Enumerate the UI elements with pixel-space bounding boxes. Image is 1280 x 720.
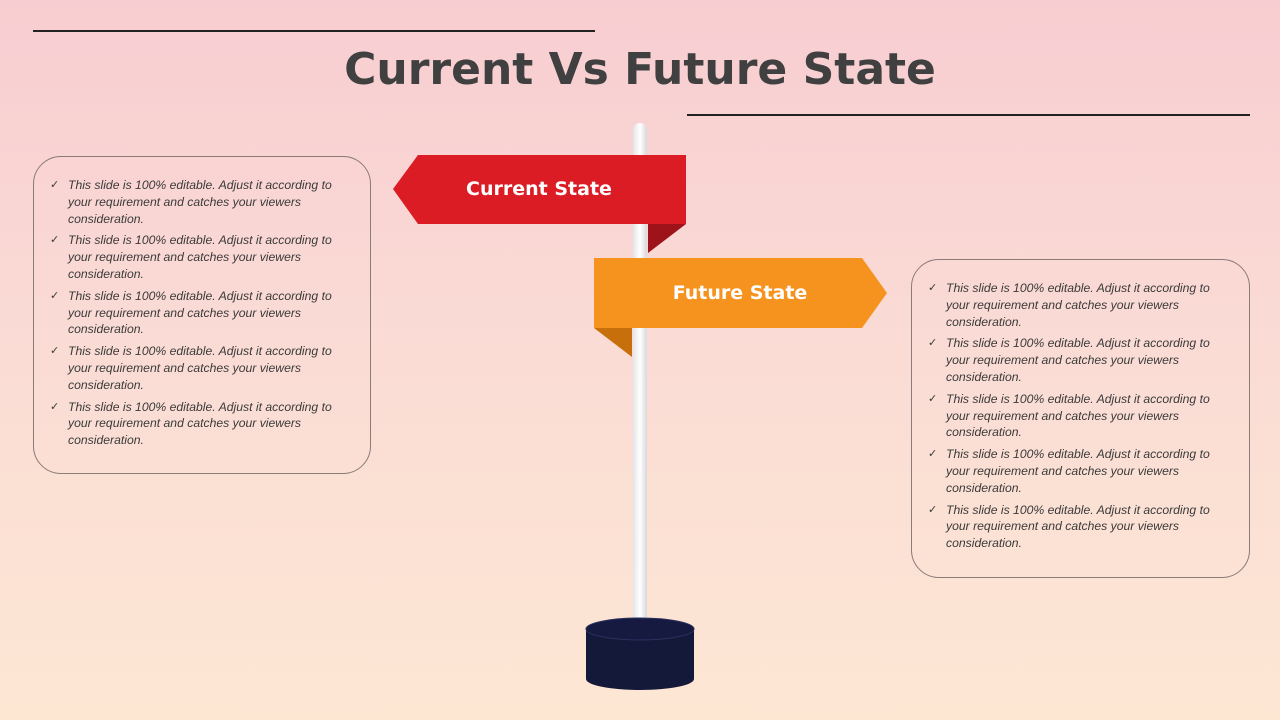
check-icon: ✓ (50, 234, 60, 247)
future-state-label: Future State (672, 282, 808, 304)
list-item: ✓This slide is 100% editable. Adjust it … (50, 288, 332, 337)
check-icon: ✓ (50, 289, 60, 302)
check-icon: ✓ (928, 392, 938, 405)
list-item: ✓This slide is 100% editable. Adjust it … (928, 447, 1210, 495)
list-item: ✓This slide is 100% editable. Adjust it … (50, 178, 332, 226)
current-state-box: ✓This slide is 100% editable. Adjust it … (33, 156, 371, 474)
list-item: ✓This slide is 100% editable. Adjust it … (50, 399, 332, 448)
check-icon: ✓ (50, 179, 60, 191)
list-item: ✓This slide is 100% editable. Adjust it … (928, 336, 1210, 384)
check-icon: ✓ (50, 345, 60, 358)
current-sign (393, 155, 686, 224)
check-icon: ✓ (928, 337, 938, 350)
top-left-rule (33, 30, 595, 32)
check-icon: ✓ (928, 282, 938, 294)
future-state-box: ✓This slide is 100% editable. Adjust it … (911, 259, 1250, 578)
list-item: ✓This slide is 100% editable. Adjust it … (50, 344, 332, 392)
current-sign-fold (648, 224, 686, 253)
top-right-rule (687, 114, 1250, 116)
check-icon: ✓ (928, 503, 938, 516)
list-item: ✓This slide is 100% editable. Adjust it … (928, 281, 1210, 329)
list-item: ✓This slide is 100% editable. Adjust it … (928, 502, 1210, 551)
future-sign (594, 258, 887, 328)
list-item: ✓This slide is 100% editable. Adjust it … (928, 391, 1210, 440)
list-item: ✓This slide is 100% editable. Adjust it … (50, 233, 332, 281)
future-sign-fold (594, 328, 632, 357)
current-state-label: Current State (466, 178, 612, 200)
pole (633, 123, 647, 633)
check-icon: ✓ (50, 400, 60, 413)
check-icon: ✓ (928, 448, 938, 461)
base (585, 617, 695, 690)
page-title: Current Vs Future State (344, 44, 936, 95)
